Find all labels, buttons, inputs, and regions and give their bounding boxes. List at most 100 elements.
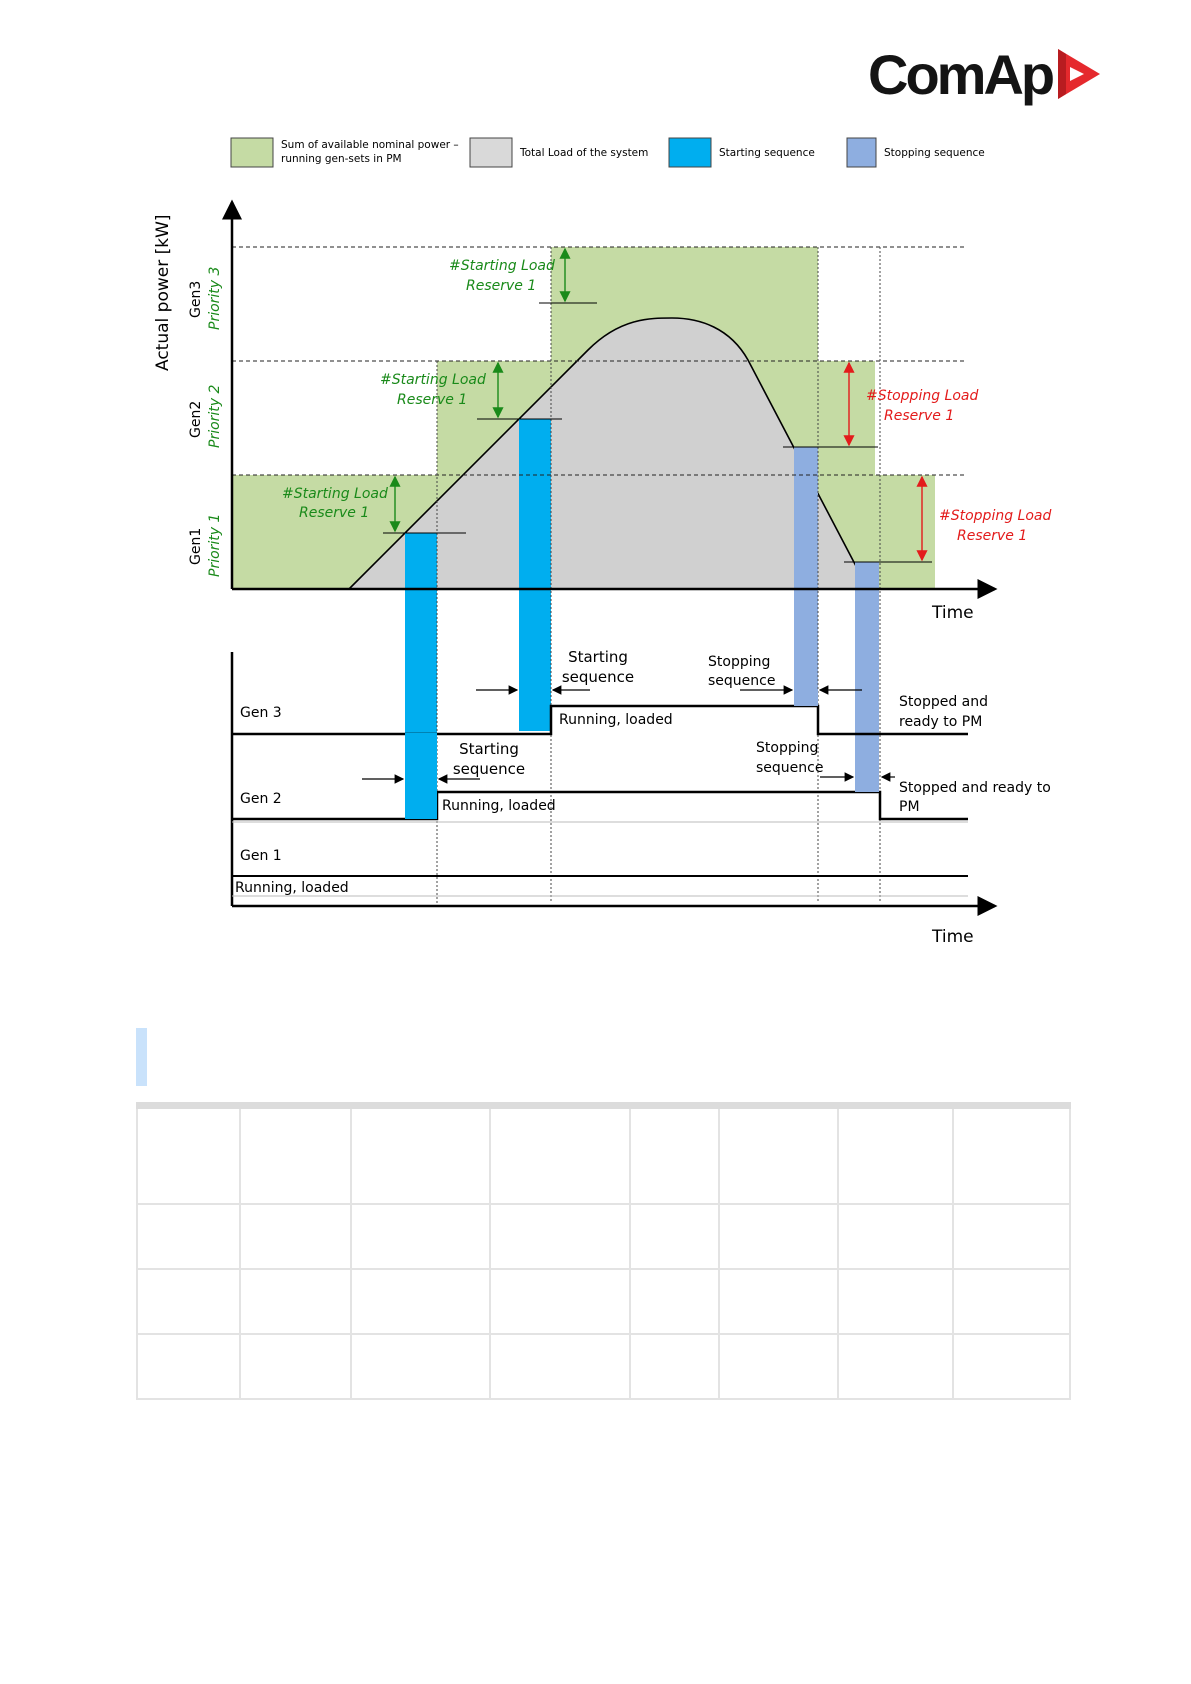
table-cell — [629, 1333, 720, 1400]
sequence-bars — [405, 419, 879, 816]
gen2-label: Gen2 — [188, 401, 204, 438]
timeline-start-bar-gen2 — [405, 733, 437, 819]
starting-reserve-label-gen2-1: #Starting Load — [380, 372, 486, 388]
table-cell — [629, 1104, 720, 1205]
table-cell — [629, 1203, 720, 1270]
legend-label-starting-sequence: Starting sequence — [719, 147, 815, 159]
timeline-row-separators — [232, 821, 968, 897]
legend-swatch-starting-sequence — [668, 137, 712, 168]
table-cell — [837, 1333, 955, 1400]
gen2-stopping-sequence-2: sequence — [756, 760, 823, 776]
timeline-stop-bar-gen3 — [794, 690, 818, 706]
table-cell — [717, 1268, 840, 1335]
load-reserve-diagram: Sum of available nominal power – running… — [153, 137, 1051, 947]
legend-label-total-load: Total Load of the system — [519, 147, 648, 159]
total-load-curve — [347, 317, 870, 590]
table-cell — [349, 1333, 492, 1400]
section-heading-marker — [136, 1028, 147, 1086]
timeline-stop-bar-gen2 — [855, 770, 879, 792]
timeline-gen1-running: Running, loaded — [235, 880, 349, 896]
level-lines — [232, 246, 965, 476]
stopping-reserve-label-gen2-2: Reserve 1 — [957, 528, 1027, 544]
stopping-reserve-label-gen2-1: #Stopping Load — [939, 508, 1051, 524]
timeline-gen3-running: Running, loaded — [559, 712, 673, 728]
x-axis-label-top: Time — [931, 603, 974, 623]
starting-reserve-label-gen2-2: Reserve 1 — [397, 392, 467, 408]
starting-reserve-markers — [383, 247, 597, 534]
table-header-row — [135, 1104, 1071, 1205]
y-axis-label: Actual power [kW] — [153, 214, 173, 371]
gen3-stopping-sequence-2: sequence — [708, 673, 775, 689]
stop-bar-gen3 — [794, 447, 818, 704]
comap-logo: ComAp — [868, 42, 1102, 106]
timeline-gen3-label: Gen 3 — [240, 705, 282, 721]
starting-reserve-label-gen3-1: #Starting Load — [449, 258, 555, 274]
logo-play-icon — [1058, 49, 1101, 99]
table-cell — [135, 1203, 242, 1270]
table-cell — [837, 1104, 955, 1205]
legend-label-available-power-1: Sum of available nominal power – — [281, 139, 459, 151]
table-row — [135, 1333, 1071, 1400]
legend-label-available-power-2: running gen-sets in PM — [281, 153, 402, 165]
table-cell — [717, 1104, 840, 1205]
stopping-reserve-markers — [783, 361, 932, 563]
table-cell — [489, 1104, 632, 1205]
gen3-stopping-sequence-1: Stopping — [708, 654, 770, 670]
gen1-label: Gen1 — [188, 528, 204, 565]
gen2-priority: Priority 2 — [207, 384, 223, 448]
legend-swatch-stopping-sequence — [846, 137, 877, 168]
table-cell — [952, 1203, 1071, 1270]
starting-reserve-label-gen1-1: #Starting Load — [282, 486, 388, 502]
stop-bar-gen2 — [855, 562, 879, 787]
logo-text: ComAp — [868, 42, 1055, 106]
timeline-gen1-label: Gen 1 — [240, 848, 282, 864]
table-cell — [952, 1333, 1071, 1400]
table-cell — [349, 1203, 492, 1270]
gen2-signal — [232, 790, 968, 821]
table-cell — [489, 1333, 632, 1400]
table-row — [135, 1268, 1071, 1335]
table-cell — [952, 1104, 1071, 1205]
gen3-priority: Priority 3 — [207, 267, 223, 330]
table-cell — [349, 1268, 492, 1335]
table-cell — [837, 1203, 955, 1270]
table-cell — [952, 1268, 1071, 1335]
table-cell — [717, 1203, 840, 1270]
gen3-label: Gen3 — [188, 281, 204, 318]
x-axis-label-bottom: Time — [931, 927, 974, 947]
table-cell — [239, 1268, 352, 1335]
gen3-signal — [232, 704, 968, 736]
table-cell — [489, 1268, 632, 1335]
legend-label-stopping-sequence: Stopping sequence — [884, 147, 985, 159]
table-cell — [837, 1268, 955, 1335]
table-cell — [135, 1268, 242, 1335]
table-cell — [239, 1104, 352, 1205]
legend: Sum of available nominal power – running… — [230, 137, 985, 168]
legend-swatch-total-load — [469, 137, 513, 168]
timeline-gen2-running: Running, loaded — [442, 798, 556, 814]
table-cell — [717, 1333, 840, 1400]
table-cell — [135, 1333, 242, 1400]
gen2-stopped-ready-1: Stopped and ready to — [899, 780, 1051, 796]
timeline-gen2-label: Gen 2 — [240, 791, 282, 807]
table-cell — [489, 1203, 632, 1270]
start-bar-gen3 — [519, 419, 551, 731]
empty-table — [135, 1102, 1071, 1400]
gen2-starting-sequence-2: sequence — [453, 760, 525, 778]
table-cell — [629, 1268, 720, 1335]
table-cell — [239, 1203, 352, 1270]
table-cell — [239, 1333, 352, 1400]
table-cell — [135, 1104, 242, 1205]
gen3-stopped-ready-1: Stopped and — [899, 694, 988, 710]
gen2-starting-sequence-1: Starting — [459, 740, 519, 758]
gen3-starting-sequence-2: sequence — [562, 668, 634, 686]
table-row — [135, 1203, 1071, 1270]
starting-reserve-label-gen1-2: Reserve 1 — [299, 505, 369, 521]
gen1-priority: Priority 1 — [207, 514, 223, 577]
gen3-starting-sequence-1: Starting — [568, 648, 628, 666]
starting-reserve-label-gen3-2: Reserve 1 — [466, 278, 536, 294]
table-cell — [349, 1104, 492, 1205]
legend-swatch-available-power — [230, 137, 274, 168]
stopping-reserve-label-gen3-1: #Stopping Load — [866, 388, 978, 404]
time-markers — [436, 247, 881, 903]
